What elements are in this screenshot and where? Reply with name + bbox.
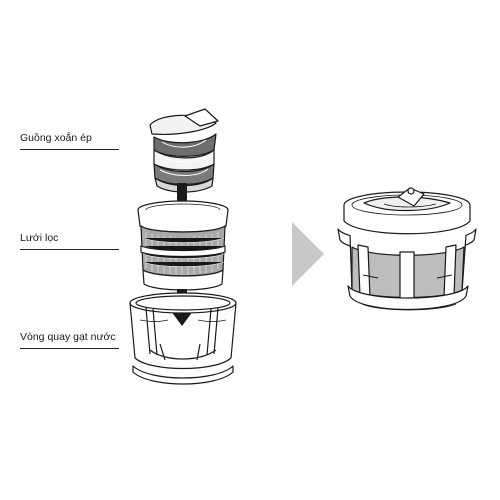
assembled-unit [337, 187, 477, 311]
spinning-brush-part [129, 292, 237, 385]
label-filter: Lưới lọc [20, 232, 59, 244]
auger-part [149, 108, 219, 193]
label-spinning-brush: Vòng quay gạt nước [20, 331, 116, 343]
leader-line-auger [20, 149, 119, 150]
filter-part [137, 200, 229, 291]
label-auger: Guồng xoắn ép [20, 132, 92, 144]
leader-line-filter [20, 249, 119, 250]
leader-line-spinning-brush [20, 348, 119, 349]
transition-arrow-icon [292, 222, 324, 286]
